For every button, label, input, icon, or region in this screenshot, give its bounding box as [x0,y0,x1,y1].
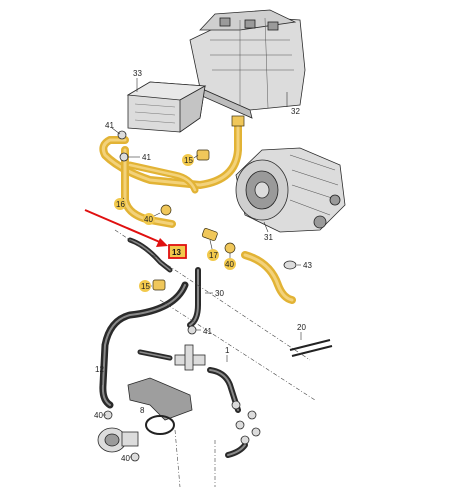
coolant-hose-short[interactable] [126,161,199,194]
yellow-connector-15b[interactable] [152,279,166,291]
callout-15b-marker [139,280,151,292]
coolant-pump[interactable] [97,427,139,453]
fitting-41-b[interactable] [119,152,129,162]
fitting-41-c[interactable] [187,325,197,335]
callout-17-marker [207,249,219,261]
callout-41-a: 41 [105,121,114,130]
battery-module[interactable] [189,9,306,119]
coolant-hose-lower-left[interactable] [99,281,189,409]
callout-30: 30 [215,289,224,298]
electric-motor[interactable] [235,147,346,233]
callout-1: 1 [225,346,230,355]
coolant-hose-motor[interactable] [241,251,296,304]
callout-16-marker [114,198,126,210]
coolant-hose-lower-center[interactable] [187,267,201,328]
hose-end-fitting [231,115,245,127]
rod-20[interactable] [289,339,333,357]
hose-clamp-ring[interactable] [145,415,175,435]
callout-15-b: 15 [141,282,150,291]
callout-43: 43 [303,261,312,270]
reference-lines [114,229,316,487]
clip-43[interactable] [283,260,297,270]
callout-8: 8 [140,406,145,415]
callout-40-b: 40 [225,260,234,269]
callout-32: 32 [291,107,300,116]
callout-40b-marker [224,258,236,270]
callout-40a-marker [143,213,155,225]
yellow-clip-40a[interactable] [160,204,172,216]
yellow-clip-40b[interactable] [224,242,236,254]
coolant-hose-small-a[interactable] [137,349,173,361]
callout-41-c: 41 [203,327,212,336]
fitting-41-a[interactable] [117,130,127,140]
coolant-hose-small-c[interactable] [225,442,248,458]
callout-33: 33 [133,69,142,78]
callout-13: 13 [172,248,181,257]
highlight-arrow [84,209,168,247]
callout-labels: 32 33 41 41 41 15 15 16 17 40 40 13 40 4… [94,69,312,463]
callout-12: 12 [95,365,104,374]
t-piece-connector[interactable] [174,344,206,371]
callout-13-box [168,244,187,259]
callout-15-a: 15 [184,156,193,165]
coolant-hose-upper-dark[interactable] [127,237,173,273]
control-unit[interactable] [126,81,207,133]
yellow-connector-17[interactable] [201,228,218,241]
coolant-hose-small-b[interactable] [207,367,241,413]
mounting-bracket[interactable] [127,377,193,421]
clip-40d[interactable] [130,452,140,462]
callout-16: 16 [116,200,125,209]
callout-17: 17 [209,251,218,260]
callout-41-b: 41 [142,153,151,162]
fittings-group-right[interactable] [231,400,261,445]
callout-40-c: 40 [94,411,103,420]
yellow-connector-15a[interactable] [196,149,210,161]
callout-20: 20 [297,323,306,332]
callout-40-d: 40 [121,454,130,463]
callout-31: 31 [264,233,273,242]
callout-15a-marker [182,154,194,166]
callout-40-a: 40 [144,215,153,224]
